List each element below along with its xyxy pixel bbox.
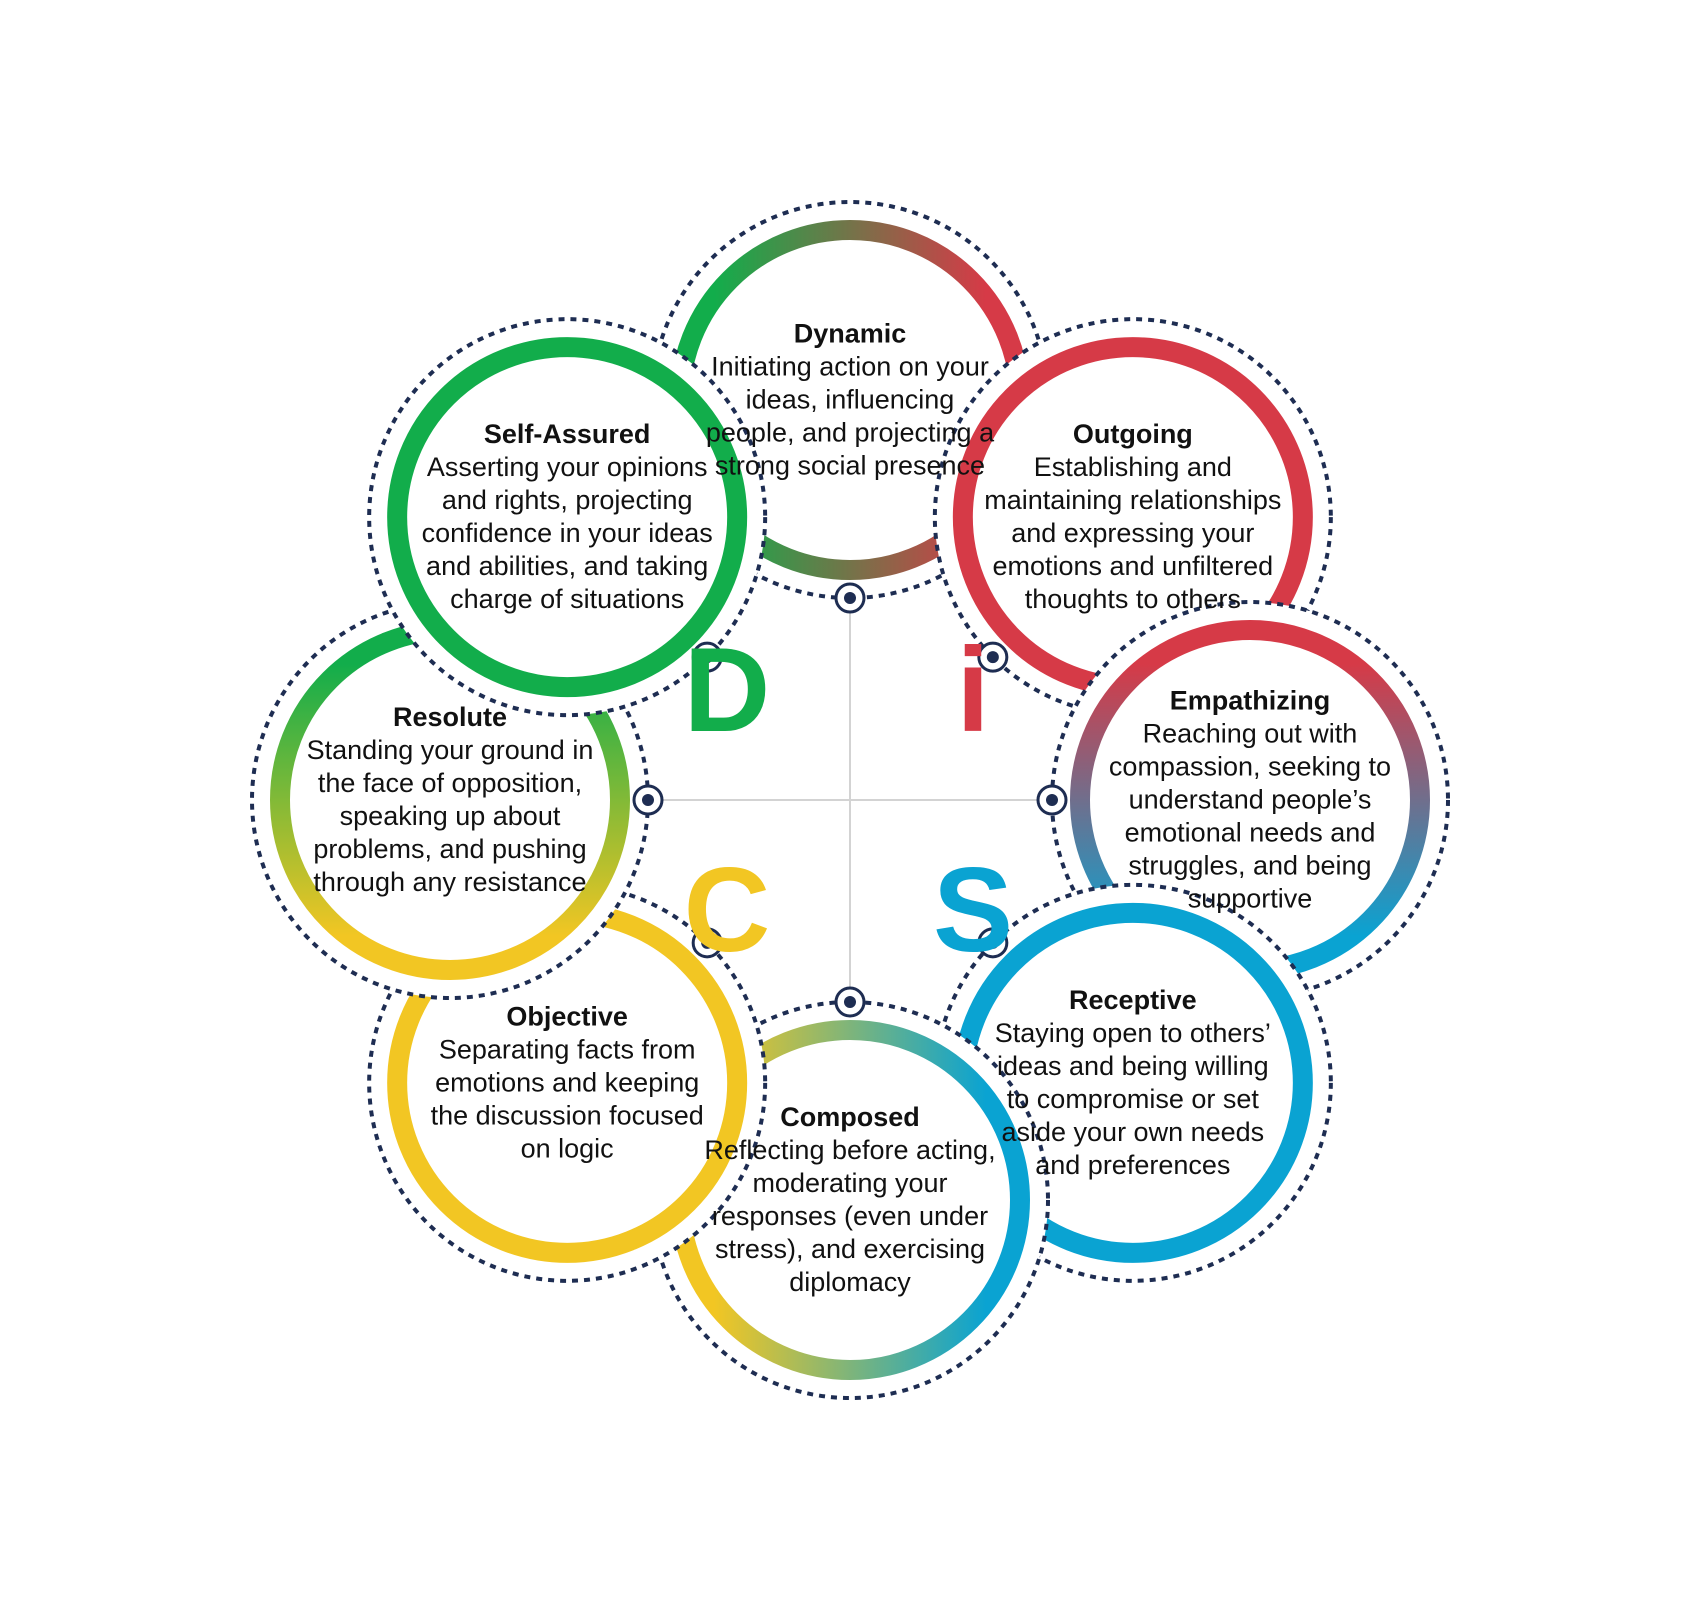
node-objective: Objective Separating facts from emotions… (417, 1000, 717, 1165)
node-outgoing: Outgoing Establishing and maintaining re… (983, 418, 1283, 616)
node-description: Reaching out with compassion, seeking to… (1108, 718, 1392, 914)
outer-nodes (250, 200, 1450, 1400)
letter-s: S (932, 843, 1014, 977)
node-resolute: Resolute Standing your ground in the fac… (300, 701, 600, 899)
node-description: Asserting your opinions and rights, proj… (421, 452, 713, 615)
letter-i: i (956, 623, 990, 757)
node-receptive: Receptive Staying open to others’ ideas … (983, 984, 1283, 1182)
node-description: Establishing and maintaining relationshi… (984, 452, 1282, 615)
node-empathizing: Empathizing Reaching out with compassion… (1100, 685, 1400, 916)
connector-dot (986, 936, 999, 949)
node-title: Self-Assured (483, 419, 651, 450)
letter-c: C (683, 843, 771, 977)
node-title: Composed (780, 1102, 920, 1132)
letter-d: D (683, 623, 771, 757)
connector-dot (701, 936, 714, 949)
node-description: Initiating action on your ideas, influen… (705, 351, 995, 481)
node-title: Empathizing (1169, 685, 1331, 716)
node-description: Separating facts from emotions and keepi… (430, 1034, 704, 1164)
node-resolute (250, 600, 664, 1000)
node-description: Standing your ground in the face of oppo… (306, 735, 594, 897)
node-description: Staying open to others’ ideas and being … (994, 1017, 1271, 1180)
node-composed: Composed Reflecting before acting, moder… (700, 1101, 1000, 1299)
node-title: Receptive (1069, 984, 1197, 1015)
color-ring (387, 337, 748, 698)
connector-dot (844, 996, 856, 1008)
node-self-assured (367, 317, 768, 718)
node-dynamic: Dynamic Initiating action on your ideas,… (700, 318, 1000, 483)
node-title: Objective (506, 1001, 628, 1032)
node-title: Outgoing (1072, 419, 1193, 450)
node-description: Reflecting before acting, moderating you… (704, 1135, 996, 1297)
node-title: Dynamic (793, 318, 907, 349)
connector-dot (1046, 794, 1058, 806)
connector-dot (844, 592, 856, 604)
node-title: Resolute (392, 702, 508, 732)
node-self-assured: Self-Assured Asserting your opinions and… (417, 418, 717, 616)
connector-dot (642, 794, 654, 806)
connector-dot (986, 651, 999, 664)
connector-dot (701, 651, 714, 664)
